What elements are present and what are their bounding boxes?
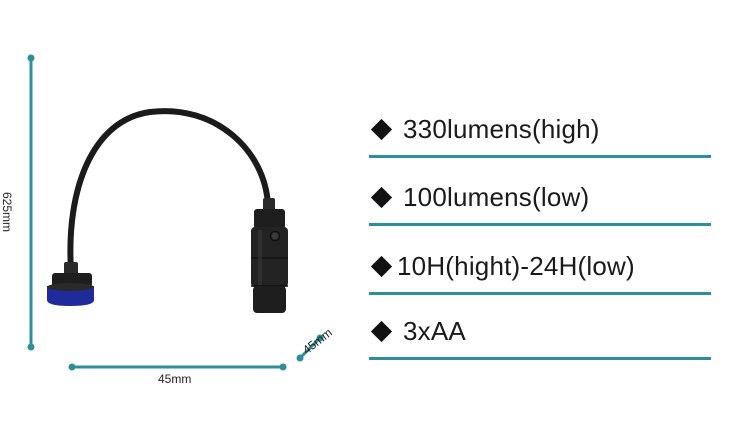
- height-dimension-line: [27, 54, 35, 351]
- diamond-bullet-icon: [370, 255, 393, 277]
- spec-text: 330lumens(high): [403, 113, 600, 144]
- spec-divider: [369, 223, 711, 226]
- spec-divider: [369, 357, 711, 360]
- width-dimension-line: [68, 363, 287, 371]
- gooseneck-cable: [67, 108, 271, 273]
- spec-text: 10H(hight)-24H(low): [397, 250, 635, 281]
- width-dimension-label: 45mm: [158, 372, 192, 386]
- spec-divider: [369, 292, 711, 295]
- spec-text: 3xAA: [403, 315, 466, 346]
- spec-row-runtime: 10H(hight)-24H(low): [369, 246, 711, 295]
- diamond-bullet-icon: [370, 118, 393, 140]
- lamp-head: [47, 262, 94, 306]
- spec-divider: [369, 155, 711, 158]
- height-dimension-label: 625mm: [0, 191, 15, 233]
- spec-row-low-output: 100lumens(low): [369, 177, 711, 226]
- spec-row-high-output: 330lumens(high): [369, 109, 711, 158]
- diamond-bullet-icon: [370, 186, 393, 208]
- depth-dimension-line: [296, 334, 324, 362]
- spec-row-battery: 3xAA: [369, 311, 711, 360]
- spec-text: 100lumens(low): [403, 181, 590, 212]
- diamond-bullet-icon: [370, 320, 393, 342]
- battery-handle: [251, 198, 288, 313]
